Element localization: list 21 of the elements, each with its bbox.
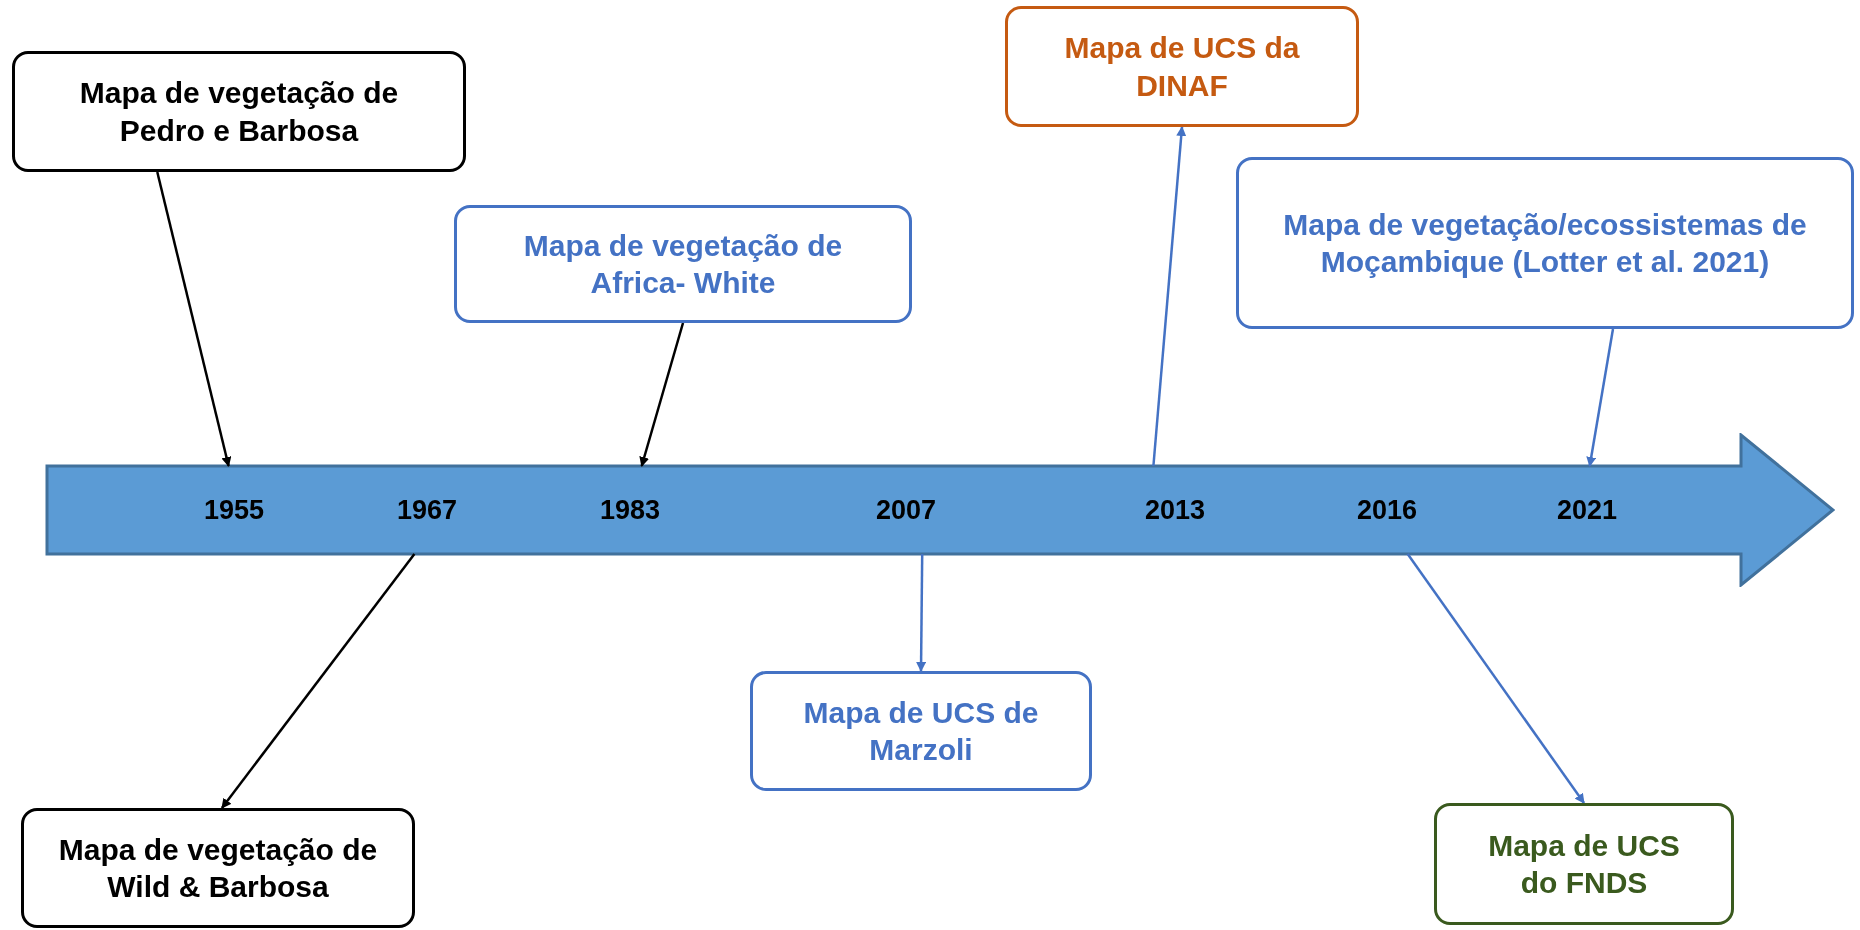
arrow <box>1406 553 1585 804</box>
arrow <box>1586 328 1615 467</box>
map-box: Mapa de vegetação de Pedro e Barbosa <box>12 51 466 172</box>
year-label: 2007 <box>861 466 951 554</box>
arrow <box>916 554 927 672</box>
map-box: Mapa de UCS da DINAF <box>1005 6 1359 127</box>
map-box: Mapa de vegetação/ecossistemas de Moçambique (Lotter et al. 2021) <box>1236 157 1854 329</box>
year-label: 1955 <box>189 466 279 554</box>
year-label: 2021 <box>1542 466 1632 554</box>
year-label: 1983 <box>585 466 675 554</box>
arrow <box>156 171 232 467</box>
map-box: Mapa de UCS de Marzoli <box>750 671 1092 791</box>
year-label: 2016 <box>1342 466 1432 554</box>
arrow <box>1152 126 1187 467</box>
map-box: Mapa de vegetação de Wild & Barbosa <box>21 808 415 928</box>
arrow <box>220 553 416 809</box>
year-label: 2013 <box>1130 466 1220 554</box>
arrow <box>639 322 685 467</box>
map-box: Mapa de vegetação de Africa- White <box>454 205 912 323</box>
year-label: 1967 <box>382 466 472 554</box>
map-box: Mapa de UCS do FNDS <box>1434 803 1734 925</box>
